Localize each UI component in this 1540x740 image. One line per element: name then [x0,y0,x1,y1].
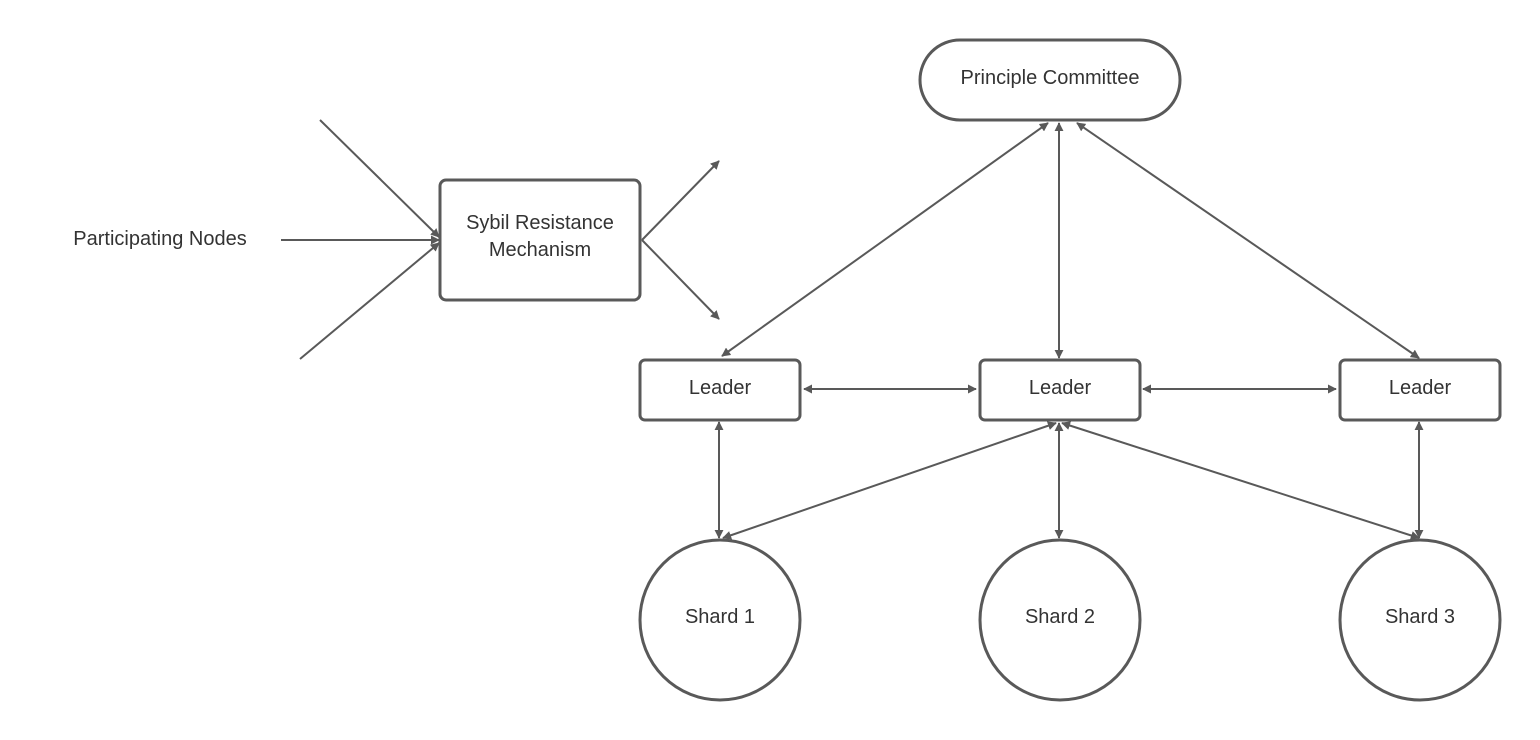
shard-circle-1 [638,538,802,702]
edge-committee-leader-3 [1076,122,1420,359]
leader-box-2 [978,358,1142,422]
sybil-label-line-1: Sybil Resistance [466,212,614,234]
shard-label-1: Shard 1 [685,606,755,628]
sybil-resistance-node: Sybil Resistance Mechanism [438,178,642,302]
sybil-label-line-2: Mechanism [489,239,591,261]
shard-node-2: Shard 2 [978,538,1142,702]
leader-box-3 [1338,358,1502,422]
shard-label-3: Shard 3 [1385,606,1455,628]
output-arrow-up [641,160,720,241]
principle-committee-node: Principle Committee [918,38,1182,122]
shard-label-2: Shard 2 [1025,606,1095,628]
edge-leader-2-shard-3 [1061,421,1420,540]
shard-circle-2 [978,538,1142,702]
leader-label-3: Leader [1389,377,1452,399]
edge-leader-2-shard-1 [722,421,1057,540]
input-arrow-top [319,119,440,238]
edge-committee-leader-1 [721,122,1049,357]
leader-box-1 [638,358,802,422]
output-arrow-down [641,239,720,320]
leader-node-2: Leader [978,358,1142,422]
principle-committee-label: Principle Committee [961,67,1140,89]
participating-nodes-label: Participating Nodes [73,228,246,250]
leader-node-1: Leader [638,358,802,422]
shard-node-3: Shard 3 [1338,538,1502,702]
principle-committee-box [918,38,1182,122]
leader-label-2: Leader [1029,377,1092,399]
shard-node-1: Shard 1 [638,538,802,702]
edges [281,119,1424,540]
leader-node-3: Leader [1338,358,1502,422]
sybil-resistance-box [438,178,642,302]
shard-circle-3 [1338,538,1502,702]
leader-label-1: Leader [689,377,752,399]
input-arrow-bottom [299,242,440,360]
